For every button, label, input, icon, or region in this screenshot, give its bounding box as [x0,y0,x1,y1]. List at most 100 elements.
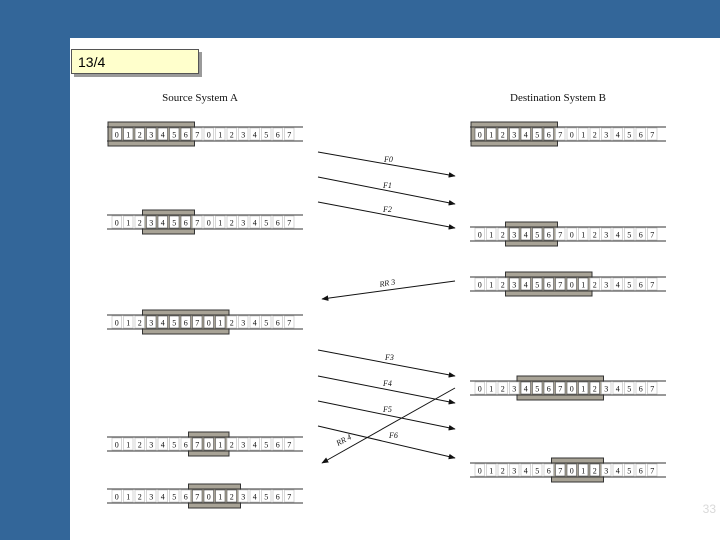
sequence-cell [123,127,134,141]
sequence-cell [589,463,600,477]
sequence-cell [647,463,658,477]
sequence-cell [215,215,226,229]
sequence-cell [601,127,612,141]
arrow-line [317,201,456,230]
sequence-digit: 1 [489,467,493,476]
sequence-digit: 2 [230,441,234,450]
sequence-cell [226,489,237,503]
sequence-digit: 4 [253,493,257,502]
sequence-cell [272,215,283,229]
sequence-cell [635,463,646,477]
sequence-digit: 6 [184,219,188,228]
sequence-cell [601,381,612,395]
sequence-cell [612,381,623,395]
sequence-digit: 5 [264,219,268,228]
sequence-cell [215,437,226,451]
sequence-digit: 5 [172,441,176,450]
sequence-digit: 5 [535,231,539,240]
sequence-cell [520,227,531,241]
sequence-cell [169,127,180,141]
sequence-digit: 0 [570,131,574,140]
sequence-digit: 4 [616,385,620,394]
sequence-digit: 6 [276,493,280,502]
sequence-cell [134,315,145,329]
sequence-cell [647,227,658,241]
sequence-digit: 1 [218,319,222,328]
sequence-digit: 0 [478,131,482,140]
sequence-digit: 3 [149,441,153,450]
sequence-digit: 7 [558,467,562,476]
message-arrow-1: F1 [317,176,456,206]
sequence-cell [555,277,566,291]
sequence-digit: 1 [218,219,222,228]
sequence-digit: 2 [501,467,505,476]
sequence-digit: 0 [115,493,119,502]
sequence-cell [589,277,600,291]
sequence-digit: 1 [126,131,130,140]
sequence-digit: 5 [172,493,176,502]
sequence-digit: 7 [558,231,562,240]
sequence-cell [261,437,272,451]
sequence-cell [272,489,283,503]
message-arrow-4: F3 [317,349,456,378]
sequence-cell [203,489,214,503]
sequence-digit: 2 [593,231,597,240]
sequence-digit: 7 [195,219,199,228]
sequence-cell [566,127,577,141]
sequence-cell [532,277,543,291]
sequence-digit: 6 [639,467,643,476]
sequence-cell [157,437,168,451]
sequence-cell [578,227,589,241]
sequence-cell [578,463,589,477]
sequence-digit: 5 [627,231,631,240]
sequence-cell [647,277,658,291]
sequence-digit: 4 [161,493,165,502]
sequence-digit: 2 [138,319,142,328]
sequence-cell [543,381,554,395]
sequence-cell [249,315,260,329]
sequence-digit: 2 [501,281,505,290]
sequence-cell [578,127,589,141]
sequence-digit: 0 [115,319,119,328]
sequence-digit: 0 [478,385,482,394]
sequence-digit: 7 [195,441,199,450]
sequence-digit: 3 [512,131,516,140]
sequence-digit: 7 [650,385,654,394]
sequence-cell [566,227,577,241]
sequence-cell [249,127,260,141]
sequence-cell [111,489,122,503]
sequence-cell [486,227,497,241]
sequence-digit: 7 [287,319,291,328]
sequence-digit: 3 [149,493,153,502]
sequence-cell [647,127,658,141]
sequence-cell [261,315,272,329]
sequence-digit: 4 [253,319,257,328]
sequence-cell [192,437,203,451]
sequence-cell [624,463,635,477]
sequence-digit: 3 [604,231,608,240]
sequence-digit: 7 [287,441,291,450]
sequence-digit: 4 [524,231,528,240]
sequence-digit: 3 [149,131,153,140]
sequence-cell [134,127,145,141]
sequence-cell [612,227,623,241]
sequence-cell [624,227,635,241]
sequence-cell [486,381,497,395]
sequence-cell [647,381,658,395]
message-label: F2 [382,205,392,214]
sequence-digit: 2 [230,319,234,328]
sequence-digit: 7 [558,385,562,394]
sequence-cell [543,127,554,141]
sequence-cell [474,127,485,141]
sequence-digit: 6 [184,493,188,502]
sequence-digit: 2 [138,131,142,140]
sequence-cell [284,215,295,229]
